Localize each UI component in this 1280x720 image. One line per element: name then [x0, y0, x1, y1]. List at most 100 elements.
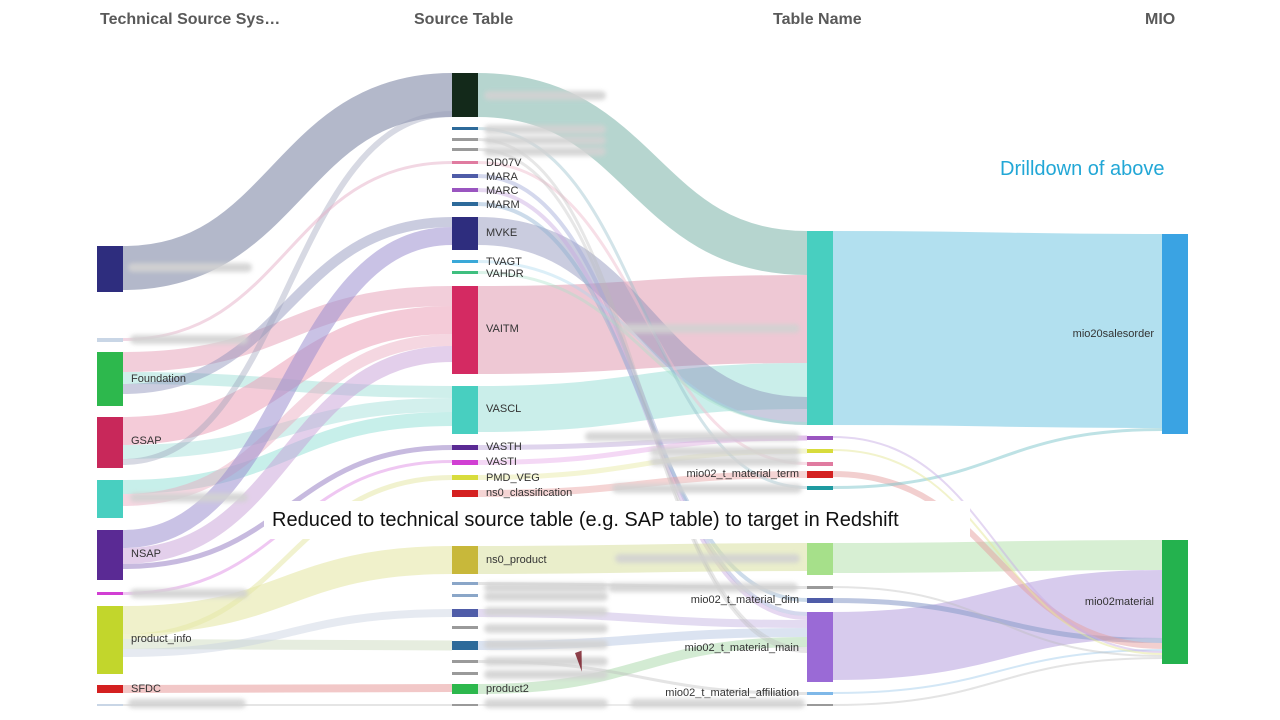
sankey-node-sources-4[interactable] — [97, 480, 123, 518]
sankey-link-48 — [477, 637, 808, 694]
sankey-node-names-10[interactable] — [807, 692, 833, 695]
sankey-node-names-1[interactable] — [807, 436, 833, 440]
sankey-node-sources-3[interactable] — [97, 417, 123, 468]
sankey-node-tables-16[interactable] — [452, 490, 478, 497]
redacted-label-4 — [128, 699, 246, 708]
sankey-link-12 — [832, 436, 1163, 653]
sankey-node-tables-15[interactable] — [452, 475, 478, 480]
sankey-node-names-3[interactable] — [807, 462, 833, 466]
sankey-node-tables-4[interactable] — [452, 161, 478, 164]
redacted-label-3 — [130, 589, 248, 598]
sankey-nodes — [97, 73, 1188, 706]
redacted-label-11 — [484, 607, 608, 616]
redacted-label-10 — [484, 592, 608, 601]
redacted-label-14 — [484, 657, 608, 666]
sankey-node-names-4[interactable] — [807, 471, 833, 478]
sankey-node-tables-3[interactable] — [452, 148, 478, 151]
sankey-node-sources-0[interactable] — [97, 246, 123, 292]
sankey-node-tables-25[interactable] — [452, 684, 478, 694]
sankey-node-mios-0[interactable] — [1162, 234, 1188, 434]
node-label-sources-3: GSAP — [131, 435, 162, 447]
sankey-node-sources-9[interactable] — [97, 704, 123, 706]
sankey-node-tables-5[interactable] — [452, 174, 478, 178]
node-label-tables-13: VASTH — [486, 441, 522, 453]
sankey-node-sources-5[interactable] — [97, 530, 123, 580]
sankey-link-27 — [122, 546, 453, 634]
sankey-node-tables-0[interactable] — [452, 73, 478, 117]
sankey-link-53 — [477, 138, 808, 650]
column-header-mio[interactable]: MIO — [1145, 11, 1176, 28]
sankey-link-13 — [832, 449, 1163, 655]
node-label-names-10: mio02_t_material_affiliation — [665, 687, 799, 699]
sankey-node-sources-1[interactable] — [97, 338, 123, 342]
column-header-table-name[interactable]: Table Name — [773, 11, 862, 28]
sankey-link-24 — [122, 227, 453, 548]
node-label-tables-5: MARA — [486, 171, 518, 183]
node-label-sources-7: product_info — [131, 633, 192, 645]
node-label-names-9: mio02_t_material_main — [685, 642, 799, 654]
sankey-node-tables-13[interactable] — [452, 445, 478, 450]
sankey-node-tables-18[interactable] — [452, 582, 478, 585]
sankey-link-4 — [477, 217, 808, 425]
node-label-tables-14: VASTI — [486, 456, 517, 468]
sankey-node-names-11[interactable] — [807, 704, 833, 706]
sankey-node-tables-6[interactable] — [452, 188, 478, 192]
redacted-label-17 — [620, 324, 800, 333]
sankey-node-sources-6[interactable] — [97, 592, 123, 595]
sankey-node-tables-10[interactable] — [452, 271, 478, 274]
sankey-node-tables-24[interactable] — [452, 672, 478, 675]
sankey-link-10 — [832, 428, 1163, 489]
sankey-node-tables-2[interactable] — [452, 138, 478, 141]
sankey-node-sources-8[interactable] — [97, 685, 123, 693]
sankey-node-tables-21[interactable] — [452, 626, 478, 629]
sankey-link-1 — [477, 73, 808, 275]
redacted-label-22 — [615, 554, 800, 563]
redacted-label-5 — [484, 91, 606, 100]
column-header-technical-source-system[interactable]: Technical Source Sys… — [100, 11, 281, 28]
sankey-link-31 — [122, 684, 453, 693]
node-label-tables-8: MVKE — [486, 227, 517, 239]
sankey-node-names-9[interactable] — [807, 612, 833, 682]
sankey-node-tables-9[interactable] — [452, 260, 478, 263]
sankey-node-tables-12[interactable] — [452, 386, 478, 434]
node-label-tables-12: VASCL — [486, 403, 521, 415]
sankey-node-names-5[interactable] — [807, 486, 833, 490]
sankey-node-names-2[interactable] — [807, 449, 833, 453]
sankey-node-sources-2[interactable] — [97, 352, 123, 406]
sankey-node-tables-17[interactable] — [452, 546, 478, 574]
sankey-node-names-6[interactable] — [807, 543, 833, 575]
node-label-tables-10: VAHDR — [486, 268, 524, 280]
column-header-source-table[interactable]: Source Table — [414, 11, 514, 28]
sankey-node-tables-26[interactable] — [452, 704, 478, 706]
redacted-label-12 — [484, 624, 608, 633]
sankey-node-names-7[interactable] — [807, 586, 833, 589]
node-label-names-4: mio02_t_material_term — [687, 468, 800, 480]
sankey-node-names-0[interactable] — [807, 231, 833, 425]
sankey-link-14 — [832, 586, 1163, 657]
redacted-label-7 — [484, 136, 606, 145]
redacted-label-6 — [484, 125, 606, 134]
sankey-node-tables-1[interactable] — [452, 127, 478, 130]
sankey-node-tables-23[interactable] — [452, 660, 478, 663]
drilldown-annotation: Drilldown of above — [1000, 158, 1165, 180]
sankey-node-tables-22[interactable] — [452, 641, 478, 650]
node-label-tables-25: product2 — [486, 683, 529, 695]
sankey-link-5 — [832, 231, 1163, 428]
sankey-node-names-8[interactable] — [807, 598, 833, 603]
sankey-link-16 — [122, 286, 453, 372]
sankey-node-sources-7[interactable] — [97, 606, 123, 674]
sankey-node-tables-20[interactable] — [452, 609, 478, 617]
sankey-node-tables-7[interactable] — [452, 202, 478, 206]
sankey-node-mios-1[interactable] — [1162, 540, 1188, 664]
sankey-node-tables-14[interactable] — [452, 460, 478, 465]
sankey-link-25 — [122, 346, 453, 564]
redacted-label-8 — [484, 147, 606, 156]
redacted-label-18 — [585, 432, 800, 441]
sankey-node-tables-8[interactable] — [452, 217, 478, 250]
sankey-link-40 — [477, 271, 808, 425]
sankey-node-tables-19[interactable] — [452, 594, 478, 597]
redacted-label-19 — [650, 447, 800, 456]
sankey-node-tables-11[interactable] — [452, 286, 478, 374]
node-label-sources-2: Foundation — [131, 373, 186, 385]
